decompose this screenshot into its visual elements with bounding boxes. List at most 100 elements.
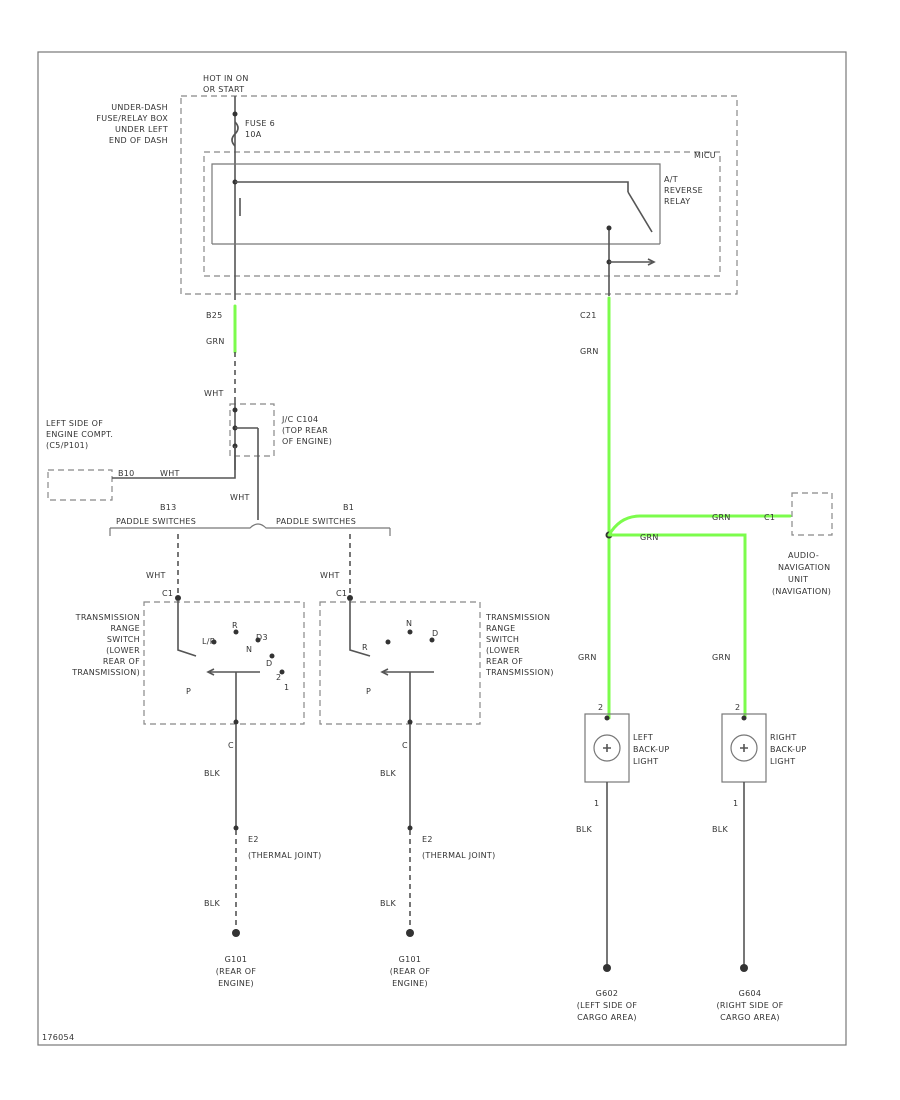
g604-label-3: CARGO AREA) [720,1013,780,1022]
g604-label-1: G604 [739,989,762,998]
trs-left-pos-lr [211,639,217,645]
junction-box [229,403,275,457]
trs-right-sw-p: P [366,687,371,696]
c104-wire-color: WHT [160,469,180,478]
c104-label-2: ENGINE COMPT. [46,430,113,439]
trs-left-sw-p: P [186,687,191,696]
wire-grn-nav: GRN [712,513,731,522]
trs-right-pos-n [407,629,413,635]
g101-right-ground [406,929,414,937]
trs-left-label-5: REAR OF [103,657,140,666]
g101-right-label-3: ENGINE) [392,979,428,988]
wire-blk-left-2: BLK [204,899,221,908]
relay-contact-arm [627,191,653,233]
left-bulb-filament [603,744,611,752]
junction-label-2: (TOP REAR [282,426,328,435]
relay-label-1: A/T [664,175,678,184]
junction-label-1: J/C C104 [281,415,318,424]
fusebox-label-3: UNDER LEFT [115,125,168,134]
wire-blk-right-light: BLK [712,825,729,834]
g602-ground [603,964,611,972]
g101-right-label-2: (REAR OF [390,967,431,976]
trs-left-sw-n: N [246,645,252,654]
pin-b25: B25 [206,311,223,320]
trs-right-sw-r: R [362,643,368,652]
c104-pin: B10 [118,469,135,478]
diagram-code: 176054 [42,1033,74,1042]
wire-grn-splice: GRN [640,533,659,542]
paddle-right-label: PADDLE SWITCHES [276,517,356,526]
trs-right-out-pin: C [402,741,408,750]
trs-left-sw-r: R [232,621,238,630]
g101-left-ground [232,929,240,937]
nav-label-3: UNIT [788,575,808,584]
wire-blk-right-2: BLK [380,899,397,908]
junction-label-3: OF ENGINE) [282,437,332,446]
relay-label-2: REVERSE [664,186,703,195]
left-light-in-pin: 2 [598,703,603,712]
trs-right-sw-n: N [406,619,412,628]
paddle-switch-harness [110,523,390,529]
trs-right-pin: C1 [336,589,347,598]
trs-left-pin: C1 [162,589,173,598]
junction-dot-1 [232,407,238,413]
trs-left-sw-d3: D3 [256,633,268,642]
nav-label-4: (NAVIGATION) [772,587,831,596]
trs-left-pos-r [233,629,239,635]
trs-left-label-3: SWITCH [107,635,140,644]
relay-coil-feed [235,181,629,192]
right-light-input-dot [741,715,747,721]
trs-right-arrow [380,668,389,676]
paddle-right-pin: B1 [343,503,354,512]
left-light-label-3: LIGHT [633,757,658,766]
left-backup-light-bulb [593,734,621,762]
wire-wht-trs-left: WHT [146,571,166,580]
e2-right-label-2: (THERMAL JOINT) [422,851,496,860]
trs-right-input-wire [349,600,371,657]
trs-left-out-pin: C [228,741,234,750]
nav-unit-box [791,492,833,536]
wire-blk-left-1: BLK [204,769,221,778]
wire-grn-right-1: GRN [580,347,599,356]
hot-label-2: OR START [203,85,244,94]
wire-grn-right-light: GRN [712,653,731,662]
right-light-label-2: BACK-UP [770,745,806,754]
paddle-left-label: PADDLE SWITCHES [116,517,196,526]
e2-right-dot [407,825,413,831]
left-light-out-pin: 1 [594,799,599,808]
trs-right-output-dot [407,719,413,725]
e2-left-label-2: (THERMAL JOINT) [248,851,322,860]
left-light-label-1: LEFT [633,733,653,742]
trs-left-label-1: TRANSMISSION [75,613,140,622]
trs-right-box [319,601,481,725]
trs-right-pos-r [385,639,391,645]
pin-c21: C21 [580,311,597,320]
g602-label-3: CARGO AREA) [577,1013,637,1022]
right-backup-light-bulb [730,734,758,762]
relay-out-arrow [647,258,656,266]
nav-label-1: AUDIO- [788,551,819,560]
c104-connector-box [47,469,113,501]
wire-wht-trs-right: WHT [320,571,340,580]
g604-label-2: (RIGHT SIDE OF [717,1001,784,1010]
micu-box [203,151,721,277]
g101-left-label-3: ENGINE) [218,979,254,988]
wire-wht-junction: WHT [230,493,250,502]
c104-label-1: LEFT SIDE OF [46,419,103,428]
fuse-label-1: FUSE 6 [245,119,275,128]
trs-left-output-dot [233,719,239,725]
trs-right-label-6: TRANSMISSION) [485,668,554,677]
trs-left-sw-1: 1 [284,683,289,692]
g101-left-label-1: G101 [225,955,248,964]
micu-label: MICU [694,151,716,160]
e2-left-dot [233,825,239,831]
trs-left-sw-2: 2 [276,673,281,682]
relay-outline [211,163,661,244]
fusebox-label-4: END OF DASH [109,136,168,145]
right-light-in-pin: 2 [735,703,740,712]
trs-right-sw-d: D [432,629,438,638]
trs-left-input-wire [177,600,197,657]
right-light-label-3: LIGHT [770,757,795,766]
trs-right-label-1: TRANSMISSION [485,613,550,622]
